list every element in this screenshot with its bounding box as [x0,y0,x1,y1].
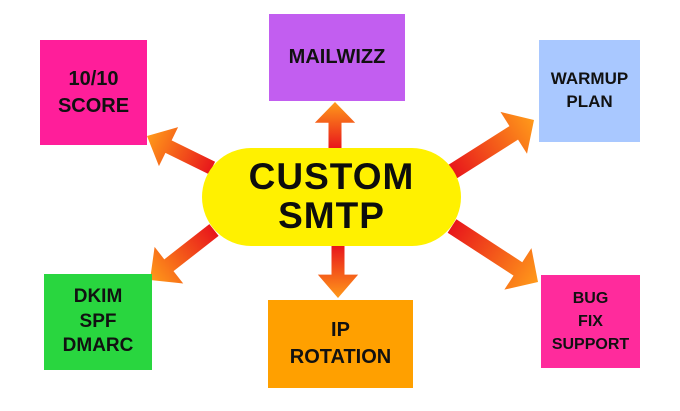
node-warmup: WARMUP PLAN [539,40,640,142]
node-dkim-line-3: DMARC [62,335,134,357]
node-bug-line-1: BUG [572,289,609,307]
center-line-1: CUSTOM [248,156,415,198]
node-ip-line-2: ROTATION [289,346,392,368]
node-ip-rotation: IP ROTATION [268,300,413,388]
center-line-2: SMTP [278,195,385,236]
arrow-to-warmup [447,111,534,179]
node-mailwizz: MAILWIZZ [269,14,405,101]
node-warmup-line-2: PLAN [566,92,613,111]
node-ip-line-1: IP [331,319,350,341]
node-warmup-line-1: WARMUP [550,69,629,89]
arrow-to-mailwizz [314,102,356,148]
arrow-to-bugfix [447,219,539,290]
node-dkim: DKIM SPF DMARC [44,274,152,370]
arrow-to-score [147,127,216,175]
node-score-line-1: 10/10 [68,67,119,90]
node-dkim-line-2: SPF [79,310,117,332]
node-bug-fix: BUG FIX SUPPORT [541,275,640,368]
center-hub: CUSTOM SMTP [202,148,461,246]
arrow-to-dkim [150,224,219,284]
node-dkim-line-1: DKIM [73,285,123,307]
node-bug-line-2: FIX [578,312,603,330]
node-mailwizz-line-1: MAILWIZZ [288,46,386,68]
node-score-line-2: SCORE [57,94,130,117]
node-bug-line-3: SUPPORT [551,336,630,354]
arrow-to-ip [317,246,359,298]
node-score: 10/10 SCORE [40,40,147,145]
